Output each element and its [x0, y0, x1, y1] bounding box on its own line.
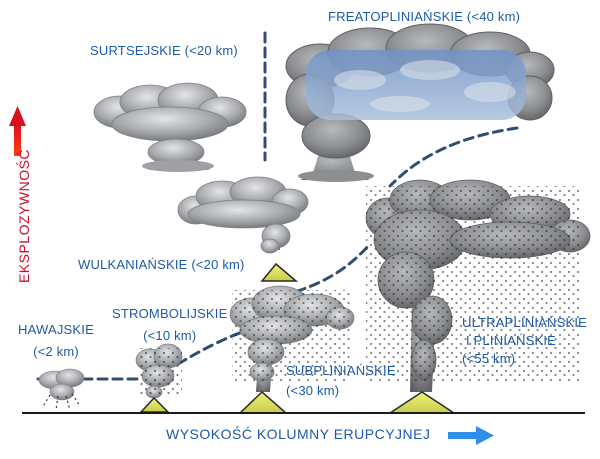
phreatoplinian-to-plinian-line: [388, 126, 519, 188]
vulcanian-to-plinian-line: [280, 242, 372, 298]
transition-dashed-lines: [36, 31, 519, 381]
hawaiian-height: (<2 km): [33, 344, 79, 359]
ultraplinian-label: ULTRAPLINIAŃSKIE I PLINIAŃSKIE (<55 km): [462, 315, 587, 367]
strombolian-eruption: [135, 343, 183, 413]
plinian-cone: [387, 391, 457, 414]
ultraplinian-height: (<55 km): [462, 351, 516, 366]
column-height-arrow: [448, 426, 494, 445]
strombolian-height: (<10 km): [143, 328, 197, 343]
ultraplinian-name-line1: ULTRAPLINIAŃSKIE: [462, 315, 588, 330]
surtseyan-plume: [93, 82, 247, 172]
subplinian-cone: [238, 390, 288, 414]
vulcanian-label: WULKANIAŃSKIE (<20 km): [78, 257, 245, 272]
strombolian-cone: [139, 396, 170, 413]
strombolian-name: STROMBOLIJSKIE: [112, 306, 228, 321]
ultraplinian-name-line2: I PLINIAŃSKIE: [466, 333, 557, 348]
y-axis-label: EKSPLOZYWNOŚĆ: [16, 148, 32, 284]
hawaiian-label: HAWAJSKIE (<2 km): [18, 322, 94, 360]
subplinian-height: (<30 km): [286, 383, 340, 398]
phreatoplinian-plume: [285, 23, 555, 182]
strombolian-to-subplinian-line: [176, 328, 250, 366]
phreatoplinian-label: FREATOPLINIAŃSKIE (<40 km): [328, 9, 521, 24]
surtseyan-label: SURTSEJSKIE (<20 km): [90, 43, 238, 58]
vulcanian-plume: [177, 176, 309, 282]
explosivity-arrow: [9, 106, 26, 156]
hawaiian-eruption: [38, 368, 85, 411]
vulcanian-cone: [260, 262, 299, 282]
plinian-plume: [365, 179, 591, 414]
strombolian-label: STROMBOLIJSKIE (<10 km): [112, 306, 228, 344]
subplinian-label: SUBPLINIAŃSKIE (<30 km): [286, 363, 396, 399]
hawaiian-name: HAWAJSKIE: [18, 322, 94, 337]
x-axis-label: WYSOKOŚĆ KOLUMNY ERUPCYJNEJ: [166, 426, 431, 442]
subplinian-name: SUBPLINIAŃSKIE: [286, 363, 396, 378]
